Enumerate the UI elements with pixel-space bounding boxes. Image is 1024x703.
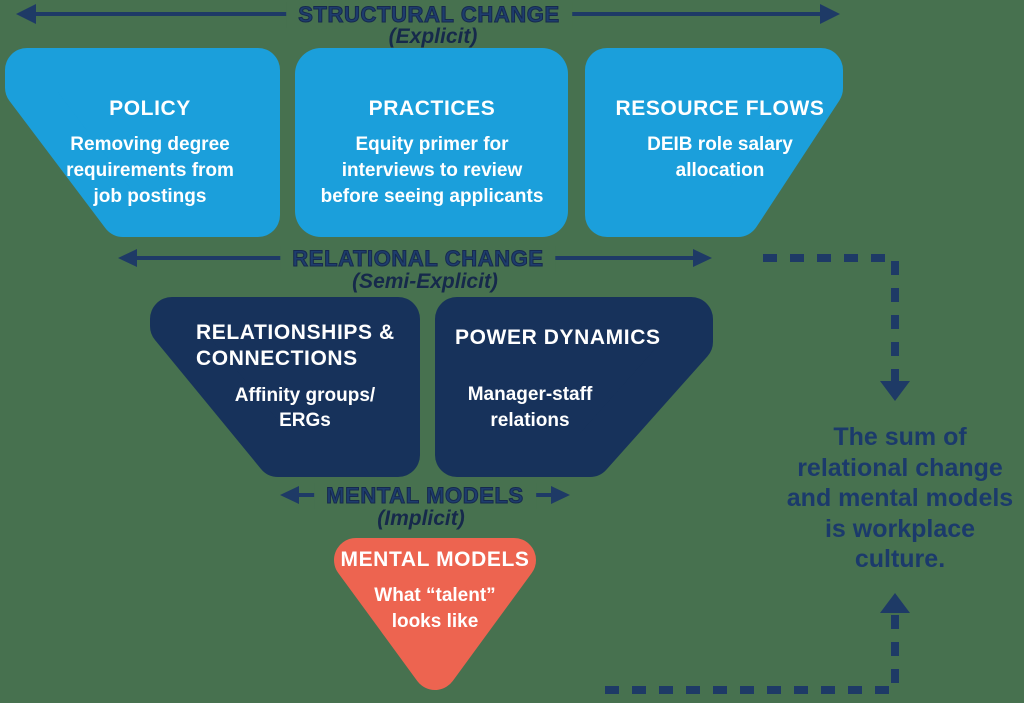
power-dynamics-body-wrap: Manager-staff relations xyxy=(455,372,605,433)
mental-models-subheading: (Implicit) xyxy=(377,507,465,530)
mental-models-triangle-shape xyxy=(334,538,536,690)
practices-body: Equity primer for interviews to review b… xyxy=(320,134,544,207)
mental-models-heading: MENTAL MODELS xyxy=(314,483,536,509)
relationships-title: RELATIONSHIPS & CONNECTIONS xyxy=(196,321,395,371)
power-dynamics-box-shape xyxy=(435,297,713,477)
mental-models-box: MENTAL MODELS What “talent” looks like xyxy=(330,547,540,635)
practices-title: PRACTICES xyxy=(368,97,496,120)
practices-box-shape xyxy=(295,48,568,237)
policy-body: Removing degree requirements from job po… xyxy=(66,134,234,207)
bottom-dashed-connector xyxy=(605,593,910,694)
power-dynamics-title: POWER DYNAMICS xyxy=(455,326,661,349)
arrow-down-icon xyxy=(880,381,910,401)
structural-change-heading: STRUCTURAL CHANGE xyxy=(286,2,572,28)
top-dashed-connector xyxy=(763,254,910,401)
policy-box: POLICY Removing degree requirements from… xyxy=(40,96,260,209)
resource-flows-box-shape xyxy=(585,48,843,237)
arrow-right-icon xyxy=(551,486,570,504)
arrow-left-icon xyxy=(280,486,299,504)
relational-change-subheading: (Semi-Explicit) xyxy=(352,270,498,293)
structural-change-subheading: (Explicit) xyxy=(388,25,478,48)
resource-flows-title: RESOURCE FLOWS xyxy=(615,97,825,120)
resource-flows-body: DEIB role salary allocation xyxy=(647,134,793,181)
relationships-body: Affinity groups/ ERGs xyxy=(234,384,376,432)
policy-title: POLICY xyxy=(109,97,191,120)
arrow-right-icon xyxy=(693,249,712,267)
relational-change-heading: RELATIONAL CHANGE xyxy=(280,246,556,272)
power-dynamics-body: Manager-staff relations xyxy=(467,384,593,431)
workplace-culture-note: The sum of relational change and mental … xyxy=(786,423,1014,573)
policy-box-shape xyxy=(5,48,280,237)
practices-box: PRACTICES Equity primer for interviews t… xyxy=(303,96,561,209)
mental-models-body: What “talent” looks like xyxy=(374,585,496,632)
arrow-right-icon xyxy=(820,4,840,24)
power-dynamics-box: POWER DYNAMICS xyxy=(455,325,675,351)
resource-flows-box: RESOURCE FLOWS DEIB role salary allocati… xyxy=(600,96,840,184)
relationships-box: RELATIONSHIPS & CONNECTIONS Affinity gro… xyxy=(196,320,414,434)
arrow-left-icon xyxy=(118,249,137,267)
mental-models-title: MENTAL MODELS xyxy=(340,548,530,571)
arrow-up-icon xyxy=(880,593,910,613)
relationships-box-shape xyxy=(150,297,420,477)
arrow-left-icon xyxy=(16,4,36,24)
